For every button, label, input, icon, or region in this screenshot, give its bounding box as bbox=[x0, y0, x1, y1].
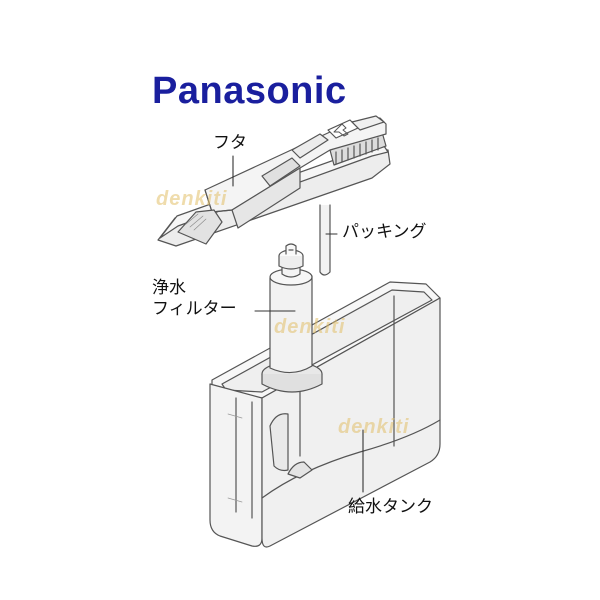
packing-label: パッキング bbox=[342, 222, 427, 242]
lid-part bbox=[157, 115, 391, 247]
watermark-2: denkiti bbox=[274, 316, 346, 338]
filter-label: 浄水 フィルター bbox=[152, 278, 237, 321]
lid-label: フタ bbox=[213, 133, 247, 153]
packing-stem-part bbox=[319, 204, 331, 276]
tank-label: 給水タンク bbox=[348, 497, 433, 517]
filter-label-line1: 浄水 bbox=[152, 278, 186, 298]
watermark-1: denkiti bbox=[156, 188, 228, 210]
panasonic-logo: Panasonic bbox=[152, 70, 347, 112]
leader-lines bbox=[232, 155, 364, 493]
filter-label-line2: フィルター bbox=[152, 299, 237, 320]
watermark-3: denkiti bbox=[338, 416, 410, 438]
filter-part bbox=[261, 243, 323, 393]
